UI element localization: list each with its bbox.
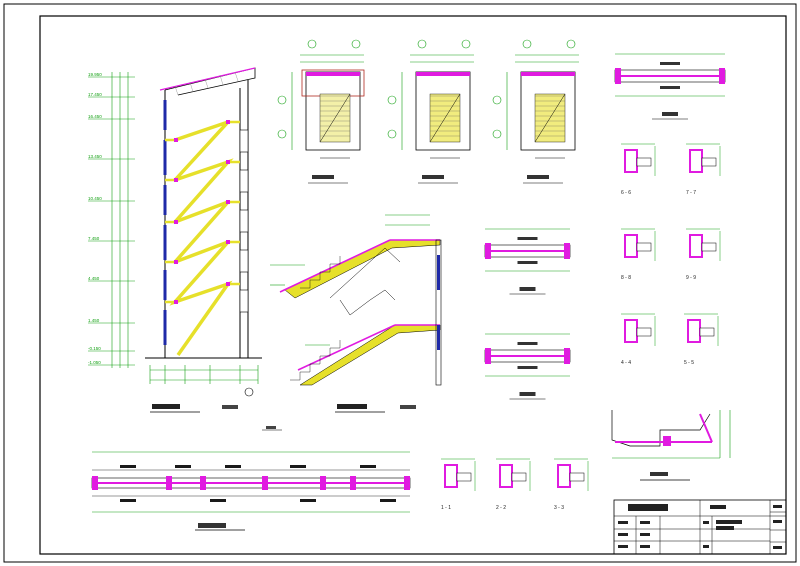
title-block [613, 499, 787, 555]
stair-plan [492, 39, 579, 184]
section-detail: 3 - 3 [554, 458, 589, 511]
beam-details [484, 53, 726, 400]
section-detail: 9 - 9 [686, 228, 721, 281]
beam-elevation [614, 53, 726, 120]
section-detail: 4 - 4 [621, 313, 656, 366]
beam-elevation [484, 333, 571, 400]
elevation-level: 13.450 [88, 154, 102, 159]
section-detail: 6 - 6 [621, 143, 656, 196]
section-label: 4 - 4 [621, 360, 631, 366]
section-detail: 7 - 7 [686, 143, 721, 196]
section-label: 8 - 8 [621, 275, 631, 281]
tj-detail [611, 410, 731, 481]
inner-frame [39, 15, 787, 555]
section-details: 1 - 1 2 - 2 3 - 3 4 - 4 5 - 5 6 - 6 7 - 7 8 - 8… [441, 143, 721, 511]
beam-elevation [484, 228, 571, 295]
section-detail: 2 - 2 [496, 458, 531, 511]
section-label: 2 - 2 [496, 505, 506, 511]
elevation-level: 10.450 [88, 196, 102, 201]
stair-plan [277, 39, 365, 184]
stair-plan [387, 39, 474, 184]
stair-section-elevation: 19.950 17.450 16.450 13.450 10.450 7.450 4.450… [88, 67, 262, 413]
long-beam-elevation [91, 451, 411, 531]
section-label: 7 - 7 [686, 190, 696, 196]
section-label: 3 - 3 [554, 505, 564, 511]
stair-plans [277, 39, 579, 184]
section-detail: 8 - 8 [621, 228, 656, 281]
section-detail: 1 - 1 [441, 458, 476, 511]
elevation-level: 16.450 [88, 114, 102, 119]
elevation-level: -1.050 [88, 360, 101, 365]
elevation-level: 17.450 [88, 92, 102, 97]
section-label: 6 - 6 [621, 190, 631, 196]
section-label: 5 - 5 [684, 360, 694, 366]
stair-flight-detail [270, 214, 442, 413]
elevation-level: -0.150 [88, 346, 101, 351]
elevation-level: 4.450 [88, 276, 100, 281]
section-detail: 5 - 5 [684, 313, 719, 366]
elevation-level: 1.450 [88, 318, 100, 323]
elevation-level: 7.450 [88, 236, 100, 241]
section-label: 1 - 1 [441, 505, 451, 511]
outer-frame [3, 3, 797, 563]
elevation-level: 19.950 [88, 72, 102, 77]
section-label: 9 - 9 [686, 275, 696, 281]
